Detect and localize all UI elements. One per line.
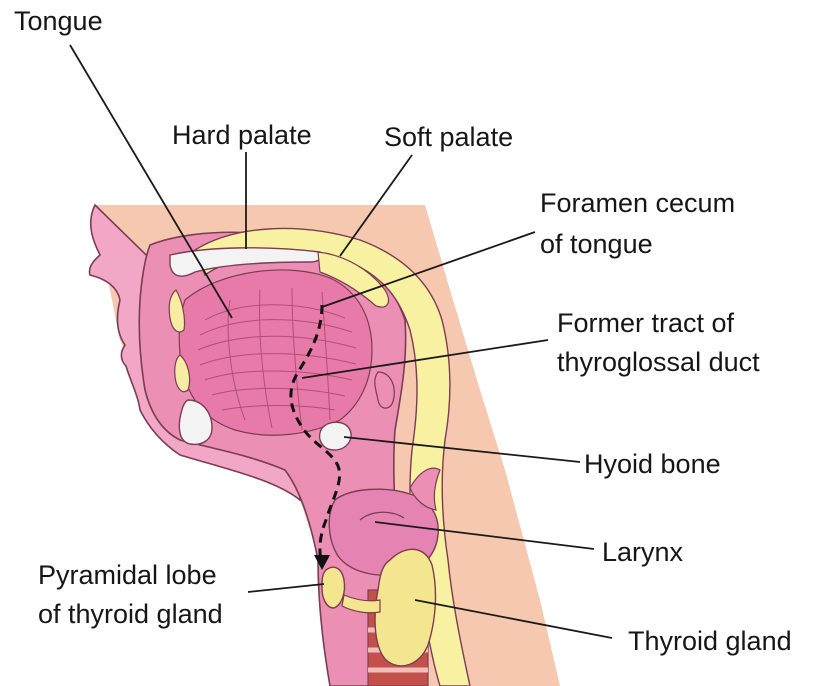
foramen-cecum-label-line2: of tongue (540, 229, 653, 260)
larynx-label: Larynx (602, 537, 683, 568)
pyramidal-lobe-shape (322, 567, 345, 608)
former-tract-label-line1: Former tract of (557, 308, 734, 339)
hard-palate-label: Hard palate (172, 120, 312, 151)
tongue-body (179, 270, 372, 435)
former-tract-label-line2: thyroglossal duct (557, 347, 760, 378)
hyoid-bone-shape (320, 422, 351, 450)
soft-palate-label: Soft palate (384, 122, 513, 153)
pyramidal-lobe-label-line1: Pyramidal lobe (38, 560, 217, 591)
pyramidal-lobe-label-line2: of thyroid gland (38, 599, 223, 630)
thyroid-gland-label: Thyroid gland (628, 626, 792, 657)
tongue-label: Tongue (14, 6, 103, 37)
foramen-cecum-label-line1: Foramen cecum (540, 188, 735, 219)
hyoid-bone-label: Hyoid bone (584, 449, 721, 480)
pyramidal-lobe-leader (248, 584, 324, 592)
thyroid-gland-shape (375, 549, 435, 666)
